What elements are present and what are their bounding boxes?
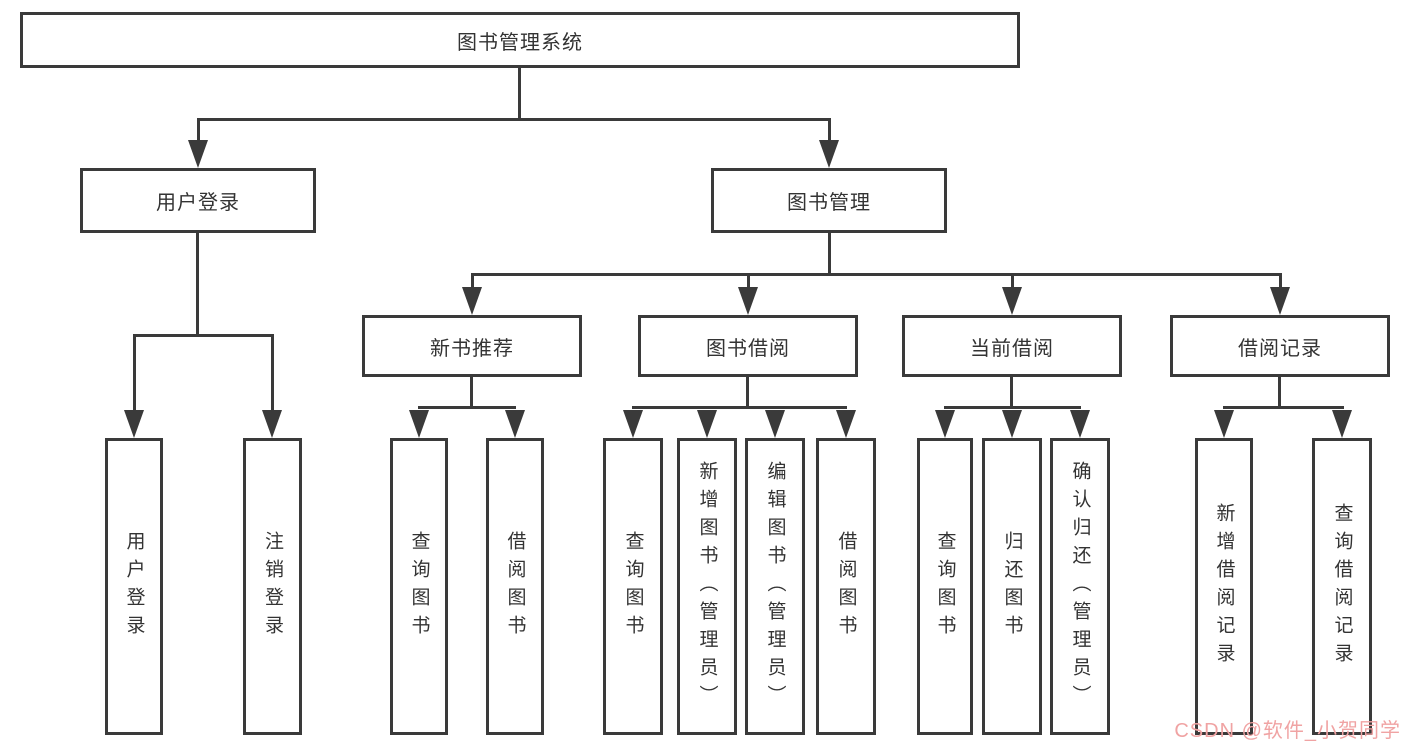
connector-stub-user-group xyxy=(197,118,200,144)
leaf-borrow-edit-admin: 编辑图书（管理员） xyxy=(745,438,805,735)
node-book-management-group-label: 图书管理 xyxy=(787,192,871,214)
arrow-borrow-icon xyxy=(738,287,758,315)
arrow-cb-query-icon xyxy=(935,410,955,438)
arrow-bb-borrow-icon xyxy=(836,410,856,438)
arrow-record-icon xyxy=(1270,287,1290,315)
leaf-record-add: 新增借阅记录 xyxy=(1195,438,1253,735)
node-root-label: 图书管理系统 xyxy=(457,31,583,54)
connector-borrow-drop xyxy=(746,377,749,409)
arrow-nb-borrow-icon xyxy=(505,410,525,438)
node-new-book-recommend: 新书推荐 xyxy=(362,315,582,377)
leaf-newbook-borrow: 借阅图书 xyxy=(486,438,544,735)
arrow-book-group-icon xyxy=(819,140,839,168)
node-borrowing-records: 借阅记录 xyxy=(1170,315,1390,377)
connector-level3-branch xyxy=(471,273,1282,276)
connector-user-drop xyxy=(196,233,199,337)
connector-stub-newbook xyxy=(471,273,474,291)
node-user-login-group-label: 用户登录 xyxy=(156,192,240,214)
leaf-current-return-label: 归还图书 xyxy=(1001,530,1023,643)
csdn-watermark: CSDN @软件_小贺同学 xyxy=(1174,720,1401,742)
leaf-current-confirm-admin: 确认归还（管理员） xyxy=(1050,438,1110,735)
leaf-newbook-borrow-label: 借阅图书 xyxy=(504,530,526,643)
leaf-borrow-borrow: 借阅图书 xyxy=(816,438,876,735)
arrow-user-group-icon xyxy=(188,140,208,168)
leaf-borrow-add-admin-label: 新增图书（管理员） xyxy=(696,460,718,713)
connector-root-drop xyxy=(518,68,521,121)
leaf-user-login-label: 用户登录 xyxy=(123,530,145,643)
leaf-newbook-query: 查询图书 xyxy=(390,438,448,735)
arrow-newbook-icon xyxy=(462,287,482,315)
node-book-borrowing: 图书借阅 xyxy=(638,315,858,377)
connector-bookmgmt-drop xyxy=(828,233,831,276)
arrow-current-icon xyxy=(1002,287,1022,315)
leaf-current-return: 归还图书 xyxy=(982,438,1042,735)
connector-current-drop xyxy=(1010,377,1013,409)
leaf-current-query-label: 查询图书 xyxy=(934,530,956,643)
connector-current-branch xyxy=(944,406,1081,409)
connector-stub-leaf-user-login xyxy=(133,334,136,412)
leaf-borrow-edit-admin-label: 编辑图书（管理员） xyxy=(764,460,786,713)
leaf-user-login: 用户登录 xyxy=(105,438,163,735)
leaf-borrow-query-label: 查询图书 xyxy=(622,530,644,643)
arrow-bb-add-icon xyxy=(697,410,717,438)
leaf-current-query: 查询图书 xyxy=(917,438,973,735)
connector-stub-current xyxy=(1011,273,1014,291)
connector-borrow-branch xyxy=(632,406,847,409)
node-new-book-recommend-label: 新书推荐 xyxy=(430,337,514,360)
node-current-borrowing: 当前借阅 xyxy=(902,315,1122,377)
connector-record-drop xyxy=(1278,377,1281,409)
arrow-bb-query-icon xyxy=(623,410,643,438)
node-book-management-group: 图书管理 xyxy=(711,168,947,233)
node-user-login-group: 用户登录 xyxy=(80,168,316,233)
connector-newbook-drop xyxy=(470,377,473,409)
leaf-logout: 注销登录 xyxy=(243,438,302,735)
connector-stub-leaf-logout xyxy=(271,334,274,412)
leaf-borrow-borrow-label: 借阅图书 xyxy=(835,530,857,643)
connector-level2-branch xyxy=(197,118,831,121)
connector-user-branch xyxy=(133,334,274,337)
arrow-rec-add-icon xyxy=(1214,410,1234,438)
arrow-leaf-user-login-icon xyxy=(124,410,144,438)
leaf-borrow-add-admin: 新增图书（管理员） xyxy=(677,438,737,735)
arrow-rec-query-icon xyxy=(1332,410,1352,438)
leaf-current-confirm-admin-label: 确认归还（管理员） xyxy=(1069,460,1091,713)
leaf-record-add-label: 新增借阅记录 xyxy=(1213,502,1235,671)
connector-record-branch xyxy=(1223,406,1344,409)
connector-stub-record xyxy=(1279,273,1282,291)
node-borrowing-records-label: 借阅记录 xyxy=(1238,337,1322,360)
arrow-cb-confirm-icon xyxy=(1070,410,1090,438)
connector-stub-book-group xyxy=(828,118,831,144)
node-root: 图书管理系统 xyxy=(20,12,1020,68)
connector-stub-borrow xyxy=(747,273,750,291)
leaf-record-query: 查询借阅记录 xyxy=(1312,438,1372,735)
arrow-bb-edit-icon xyxy=(765,410,785,438)
arrow-nb-query-icon xyxy=(409,410,429,438)
arrow-cb-return-icon xyxy=(1002,410,1022,438)
connector-newbook-branch xyxy=(418,406,516,409)
arrow-leaf-logout-icon xyxy=(262,410,282,438)
leaf-record-query-label: 查询借阅记录 xyxy=(1331,502,1353,671)
node-current-borrowing-label: 当前借阅 xyxy=(970,337,1054,360)
leaf-borrow-query: 查询图书 xyxy=(603,438,663,735)
leaf-logout-label: 注销登录 xyxy=(262,530,283,643)
leaf-newbook-query-label: 查询图书 xyxy=(408,530,430,643)
node-book-borrowing-label: 图书借阅 xyxy=(706,337,790,360)
